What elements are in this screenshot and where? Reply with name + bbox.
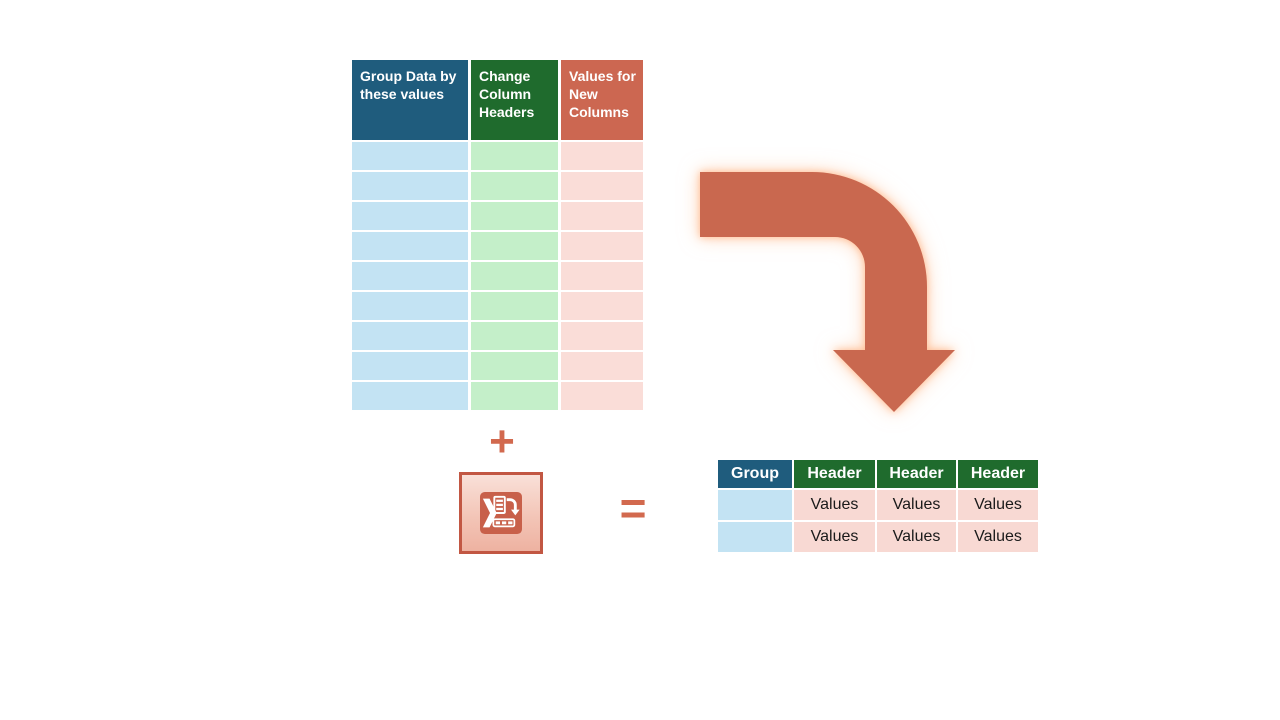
- result-value-cell: Values: [877, 490, 956, 520]
- source-table-cell: [471, 202, 558, 230]
- source-table-cell: [561, 292, 643, 320]
- source-column-header: Group Data by these values: [352, 60, 468, 140]
- source-table-cell: [561, 172, 643, 200]
- result-value-cell: Values: [877, 522, 956, 552]
- result-column-header: Header: [794, 460, 875, 488]
- result-value-cell: Values: [794, 490, 875, 520]
- source-table-cell: [561, 262, 643, 290]
- curved-down-arrow: [700, 172, 955, 412]
- source-table-cell: [561, 142, 643, 170]
- source-table-cell: [352, 322, 468, 350]
- source-table-cell: [352, 352, 468, 380]
- result-group-cell: [718, 522, 792, 552]
- result-column-header: Group: [718, 460, 792, 488]
- source-table-cell: [352, 202, 468, 230]
- pivot-column-glyph: [480, 492, 522, 534]
- source-table-cell: [352, 142, 468, 170]
- source-table-cell: [561, 322, 643, 350]
- result-column-header: Header: [877, 460, 956, 488]
- result-value-cell: Values: [958, 490, 1038, 520]
- source-table-cell: [352, 382, 468, 410]
- result-column-header: Header: [958, 460, 1038, 488]
- source-table-cell: [561, 382, 643, 410]
- source-table-cell: [352, 292, 468, 320]
- source-table-cell: [471, 262, 558, 290]
- source-table-cell: [471, 382, 558, 410]
- result-value-cell: Values: [958, 522, 1038, 552]
- source-table-cell: [561, 202, 643, 230]
- source-table-cell: [471, 142, 558, 170]
- source-table-cell: [352, 232, 468, 260]
- pivot-column-icon: [459, 472, 543, 554]
- source-table-cell: [471, 172, 558, 200]
- plus-operator: +: [489, 417, 515, 466]
- source-table-cell: [561, 232, 643, 260]
- source-table-cell: [352, 172, 468, 200]
- source-column-header: Change Column Headers: [471, 60, 558, 140]
- source-table-cell: [471, 352, 558, 380]
- source-column-header: Values for New Columns: [561, 60, 643, 140]
- equals-operator: =: [619, 482, 647, 534]
- source-table-cell: [471, 232, 558, 260]
- source-table-cell: [561, 352, 643, 380]
- source-table-cell: [471, 322, 558, 350]
- source-table-cell: [471, 292, 558, 320]
- result-value-cell: Values: [794, 522, 875, 552]
- result-group-cell: [718, 490, 792, 520]
- source-table-cell: [352, 262, 468, 290]
